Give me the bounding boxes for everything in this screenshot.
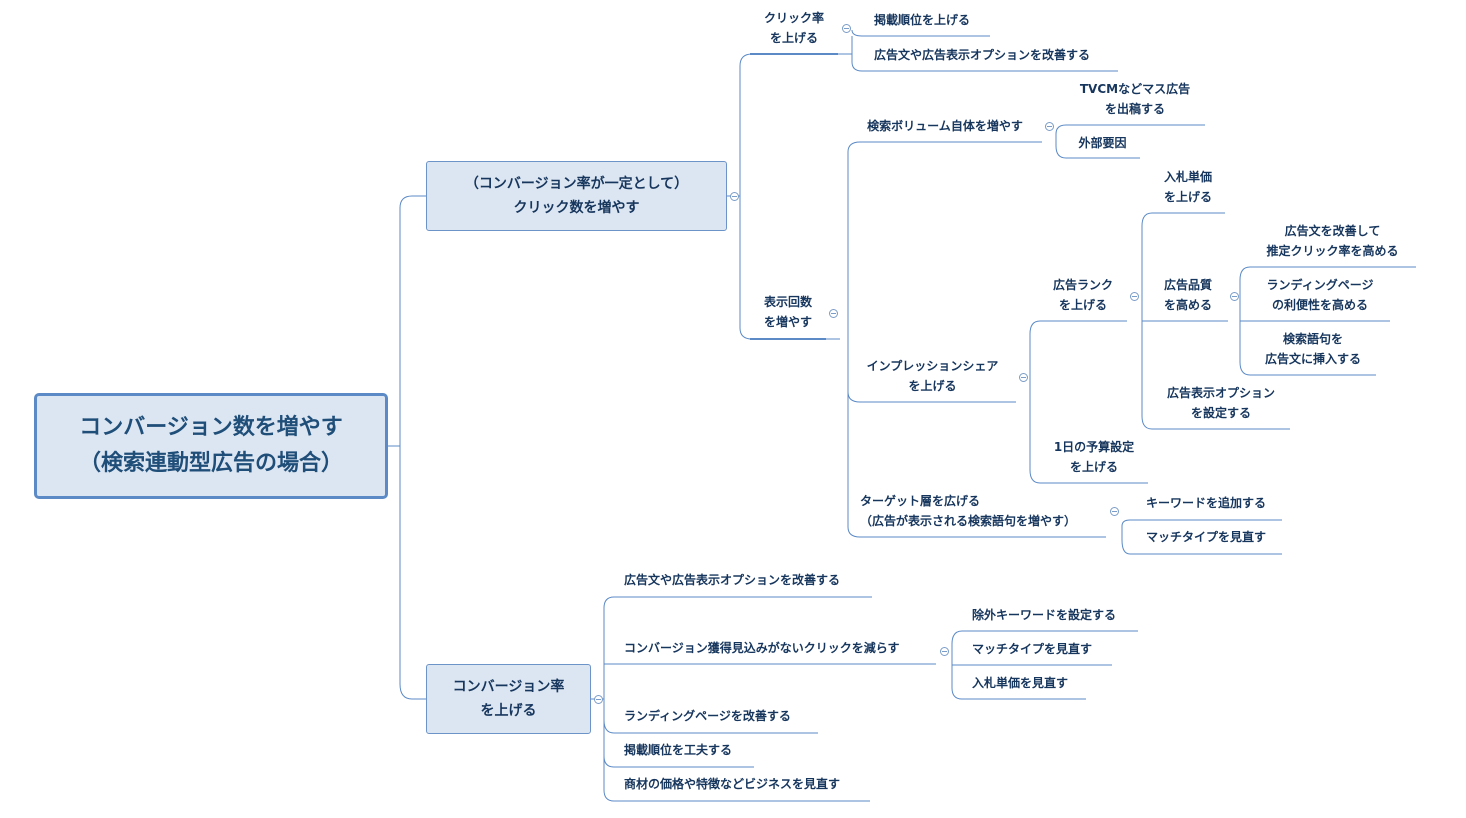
node-negative-keywords[interactable]: 除外キーワードを設定する [972,608,1117,622]
root-to-branch-a [399,195,426,209]
to-match-type-a [1121,539,1282,555]
collapse-toggle-quality[interactable] [1230,292,1239,301]
collapse-toggle-ad-rank[interactable] [1130,292,1139,301]
node-target-expand[interactable]: ターゲット層を広げる （広告が表示される検索語句を増やす） [860,494,1077,528]
to-budget [1029,469,1148,484]
node-match-type-a[interactable]: マッチタイプを見直す [1145,530,1266,544]
node-extensions[interactable]: 広告表示オプション を設定する [1166,386,1275,420]
node-ad-text-improve[interactable]: 広告文や広告表示オプションを改善する [874,48,1091,62]
collapse-toggle-impression-share[interactable] [1019,373,1028,382]
branch-click-count[interactable]: （コンバージョン率が一定として） クリック数を増やす [426,161,727,231]
node-ad-rank[interactable]: 広告ランク を上げる [1052,278,1113,312]
to-external [1055,145,1140,159]
branch-conversion-rate[interactable]: コンバージョン率 を上げる [426,664,591,734]
to-bid [1141,212,1225,227]
node-impression-share[interactable]: インプレッションシェア を上げる [866,359,999,393]
node-b-reduce-clicks[interactable]: コンバージョン獲得見込みがないクリックを減らす [624,641,900,655]
node-b-business[interactable]: 商材の価格や特徴などビジネスを見直す [624,777,841,791]
node-click-rate[interactable]: クリック率 を上げる [763,11,824,45]
collapse-toggle-reduce-clicks[interactable] [940,647,949,656]
click-rate-child-1 [851,29,990,37]
node-search-volume[interactable]: 検索ボリューム自体を増やす [867,119,1023,133]
node-tvcm[interactable]: TVCMなどマス広告 を出稿する [1079,82,1191,116]
node-ranking-up[interactable]: 掲載順位を上げる [874,13,971,27]
click-rate-child-2 [851,52,1118,72]
to-b-lp [603,719,818,734]
collapse-toggle-branch-b[interactable] [594,695,603,704]
node-add-keywords[interactable]: キーワードを追加する [1145,496,1266,510]
node-impressions[interactable]: 表示回数 を増やす [763,295,812,329]
node-b-lp-improve[interactable]: ランディングページを改善する [624,709,791,723]
to-b-ad-text [603,596,872,609]
collapse-toggle-click-rate[interactable] [842,24,851,33]
node-query-insert[interactable]: 検索語句を 広告文に挿入する [1264,332,1361,366]
to-tvcm [1055,124,1205,135]
to-impressions [739,327,753,340]
to-target [847,526,1106,538]
node-budget[interactable]: 1日の予算設定 を上げる [1053,440,1135,474]
to-add-keywords [1121,519,1282,527]
to-impression-share [847,391,1016,403]
collapse-toggle-branch-a[interactable] [730,192,739,201]
to-b-ranking [603,755,754,768]
root-to-branch-b [399,683,426,700]
node-bid-review[interactable]: 入札単価を見直す [972,676,1069,690]
collapse-toggle-impressions[interactable] [829,309,838,318]
node-bid-up[interactable]: 入札単価 を上げる [1163,170,1212,204]
collapse-toggle-target[interactable] [1110,507,1119,516]
to-ad-rank [1029,320,1127,335]
to-volume [847,141,1042,153]
node-external-factor[interactable]: 外部要因 [1078,136,1127,150]
node-ctr-improve[interactable]: 広告文を改善して 推定クリック率を高める [1266,224,1399,258]
root-node[interactable]: コンバージョン数を増やす （検索連動型広告の場合） [34,393,388,499]
to-extensions [1141,415,1290,430]
to-ctr [1239,266,1416,281]
to-bid-review [951,687,1086,700]
to-b-business [603,789,870,802]
collapse-toggle-volume[interactable] [1045,122,1054,131]
node-b-ad-text[interactable]: 広告文や広告表示オプションを改善する [624,573,841,587]
to-click-rate [739,53,753,67]
node-match-type-b[interactable]: マッチタイプを見直す [972,642,1093,656]
node-ad-quality[interactable]: 広告品質 を高める [1163,278,1212,312]
to-query [1239,361,1376,376]
node-b-ranking[interactable]: 掲載順位を工夫する [624,743,733,757]
node-lp-usability[interactable]: ランディングページ の利便性を高める [1266,278,1374,312]
to-negative [951,630,1138,645]
